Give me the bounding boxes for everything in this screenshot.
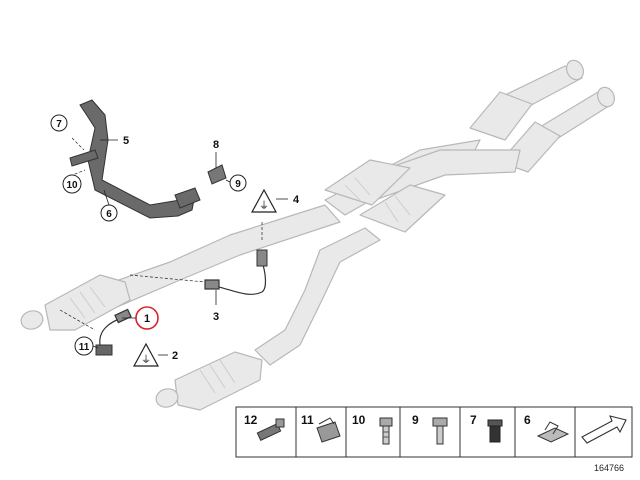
oxygen-sensor-3 — [204, 261, 267, 295]
legend-number-9: 9 — [412, 413, 419, 427]
reference-number: 164766 — [594, 463, 624, 473]
legend-number-6: 6 — [524, 413, 531, 427]
connector-icon — [256, 418, 285, 441]
callout-2: 2 — [172, 350, 178, 362]
legend-item-10: 10 — [352, 413, 393, 445]
legend-number-11: 11 — [301, 413, 314, 427]
rear-muffler-upper — [469, 59, 584, 141]
plug-icon: ⏚ — [141, 354, 151, 366]
bolt-icon — [432, 417, 448, 445]
front-catalyst-right — [174, 351, 263, 411]
oxygen-sensor-1 — [99, 308, 132, 346]
callout-6: 6 — [106, 209, 112, 220]
callout-labels: 1 ⏚ 2 3 ⏚ 4 5 6 7 8 9 10 — [50, 114, 300, 367]
center-catalyst-lower — [359, 184, 446, 233]
catalyst-ribs — [69, 177, 411, 394]
clip-part-8 — [207, 164, 227, 185]
plug-icon-2: ⏚ — [259, 200, 269, 212]
front-left-flange — [20, 310, 44, 330]
front-right-flange — [155, 388, 179, 408]
legend-item-9: 9 — [412, 413, 448, 445]
callout-7: 7 — [56, 119, 62, 130]
callout-11: 11 — [79, 342, 90, 353]
callout-9: 9 — [235, 179, 241, 190]
front-pipe-right — [254, 227, 381, 366]
legend-item-7: 7 — [470, 413, 503, 443]
rivet-nut-icon — [487, 419, 503, 443]
callout-10: 10 — [66, 180, 78, 191]
legend-item-11: 11 — [301, 413, 341, 443]
hex-bolt-icon — [379, 417, 393, 445]
callout-4: 4 — [293, 194, 300, 206]
callout-8: 8 — [213, 139, 219, 151]
center-catalyst-upper — [324, 159, 411, 206]
legend-number-12: 12 — [244, 413, 258, 427]
exhaust-system-illustration — [20, 59, 615, 411]
warning-triangle-2 — [132, 342, 160, 367]
legend-number-10: 10 — [352, 413, 366, 427]
callout-5: 5 — [123, 135, 129, 147]
front-pipe-left — [89, 204, 341, 311]
exhaust-bracket-5 — [69, 99, 201, 219]
callout-3: 3 — [213, 311, 219, 323]
spring-clip-icon — [536, 421, 570, 443]
connector-plug-11 — [95, 344, 113, 356]
oxygen-sensor-4 — [256, 249, 268, 267]
parts-legend: 12 11 10 9 — [235, 406, 633, 458]
callout-1: 1 — [144, 313, 150, 325]
clip-icon — [316, 417, 341, 443]
warning-triangle-4 — [250, 188, 278, 213]
direction-arrow-icon — [581, 415, 627, 444]
legend-number-7: 7 — [470, 413, 477, 427]
legend-item-12: 12 — [244, 413, 285, 441]
legend-item-6: 6 — [524, 413, 570, 443]
